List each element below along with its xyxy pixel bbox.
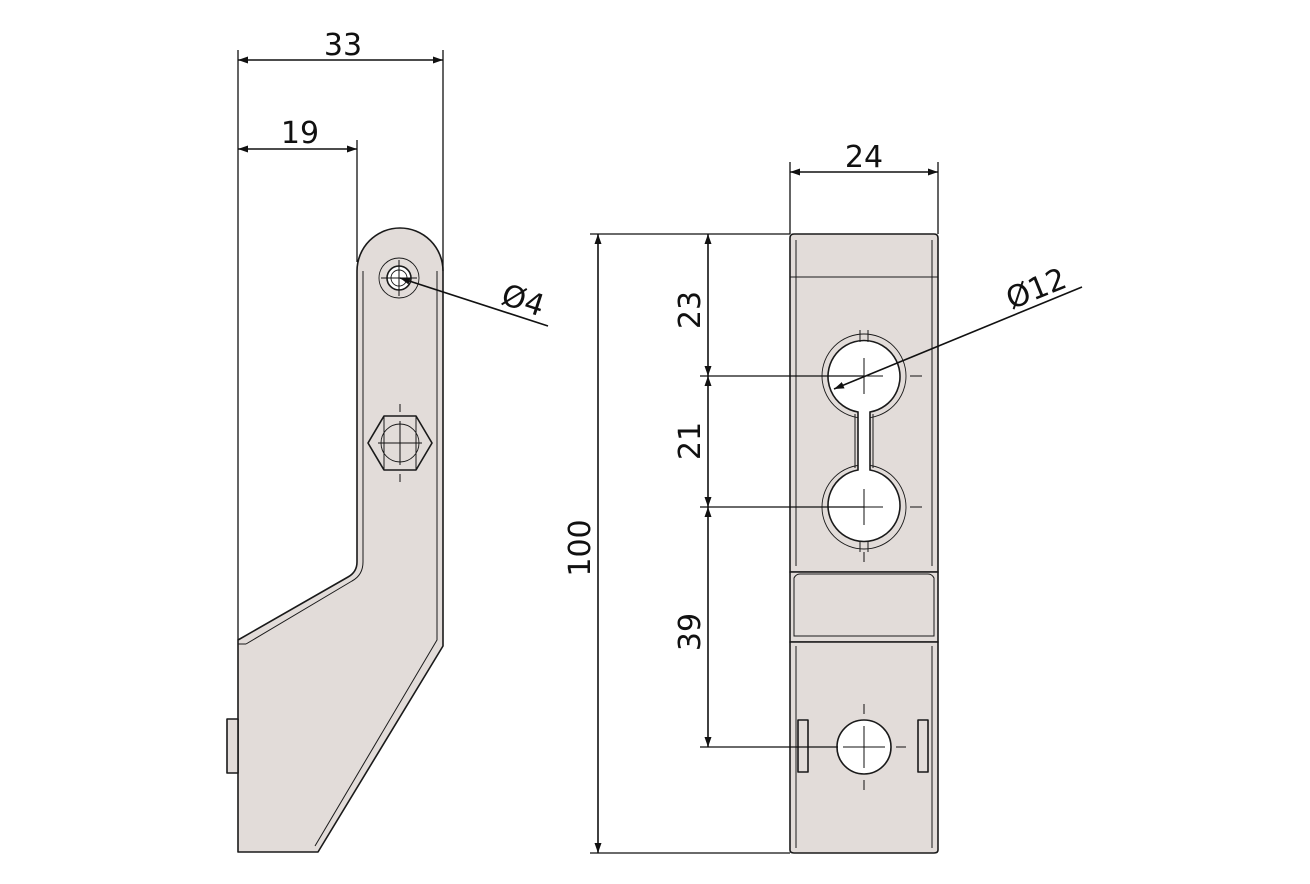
dimension-39-label: 39 bbox=[673, 613, 708, 651]
dimension-19: 19 bbox=[238, 116, 358, 262]
keyhole-slot-icon bbox=[827, 339, 901, 543]
dimension-23: 23 bbox=[673, 234, 712, 376]
side-view-edge bbox=[238, 271, 438, 847]
side-view-tab bbox=[226, 718, 239, 774]
dimension-100-label: 100 bbox=[563, 519, 598, 576]
pin-hole-icon bbox=[378, 257, 420, 299]
dimension-24: 24 bbox=[789, 140, 939, 234]
dimension-slot-diameter-label: Ø12 bbox=[1001, 261, 1071, 317]
dimension-21-label: 21 bbox=[673, 422, 708, 460]
dimension-21: 21 bbox=[673, 376, 712, 507]
dimension-pin-hole-label: Ø4 bbox=[497, 278, 548, 324]
dimension-24-label: 24 bbox=[845, 140, 883, 175]
dimension-100: 100 bbox=[563, 233, 790, 854]
dimension-33-label: 33 bbox=[324, 28, 362, 63]
dimension-23-label: 23 bbox=[673, 291, 708, 329]
dimension-19-label: 19 bbox=[281, 116, 319, 151]
front-view: 24 100 23 21 39 Ø12 bbox=[563, 140, 1083, 854]
side-view-body bbox=[237, 227, 444, 853]
side-view: 33 19 Ø4 bbox=[226, 28, 549, 853]
dimension-33: 33 bbox=[237, 28, 444, 640]
dimension-39: 39 bbox=[673, 507, 712, 747]
front-view-middle-band bbox=[789, 571, 939, 643]
hex-nut-icon bbox=[367, 404, 433, 482]
